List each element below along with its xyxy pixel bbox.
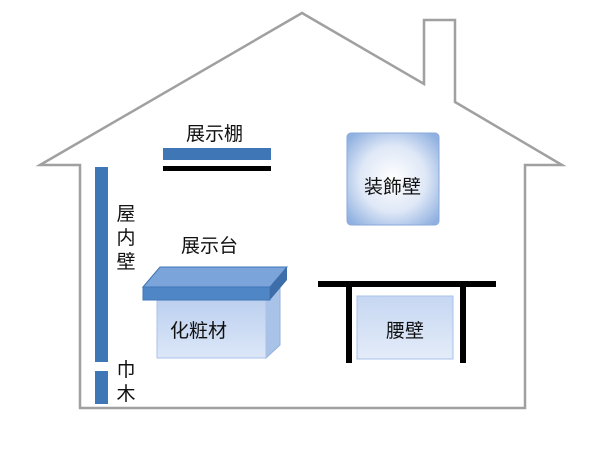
display-shelf-bracket: [163, 166, 271, 171]
decorative-wall-panel: [346, 132, 440, 226]
label-wainscot: 腰壁: [386, 320, 425, 342]
label-interior-wall: 屋内壁: [116, 203, 136, 273]
label-cosmetic-material: 化粧材: [170, 320, 228, 342]
label-display-shelf: 展示棚: [186, 123, 244, 145]
display-shelf-board: [163, 148, 271, 160]
display-stand-box: [141, 266, 289, 360]
label-decorative-wall: 装飾壁: [364, 176, 422, 198]
label-baseboard: 巾木: [116, 359, 136, 405]
label-display-stand: 展示台: [181, 235, 239, 257]
interior-wall-bar: [95, 167, 108, 362]
baseboard-bar: [95, 371, 108, 404]
wainscot-assembly: [318, 281, 496, 363]
